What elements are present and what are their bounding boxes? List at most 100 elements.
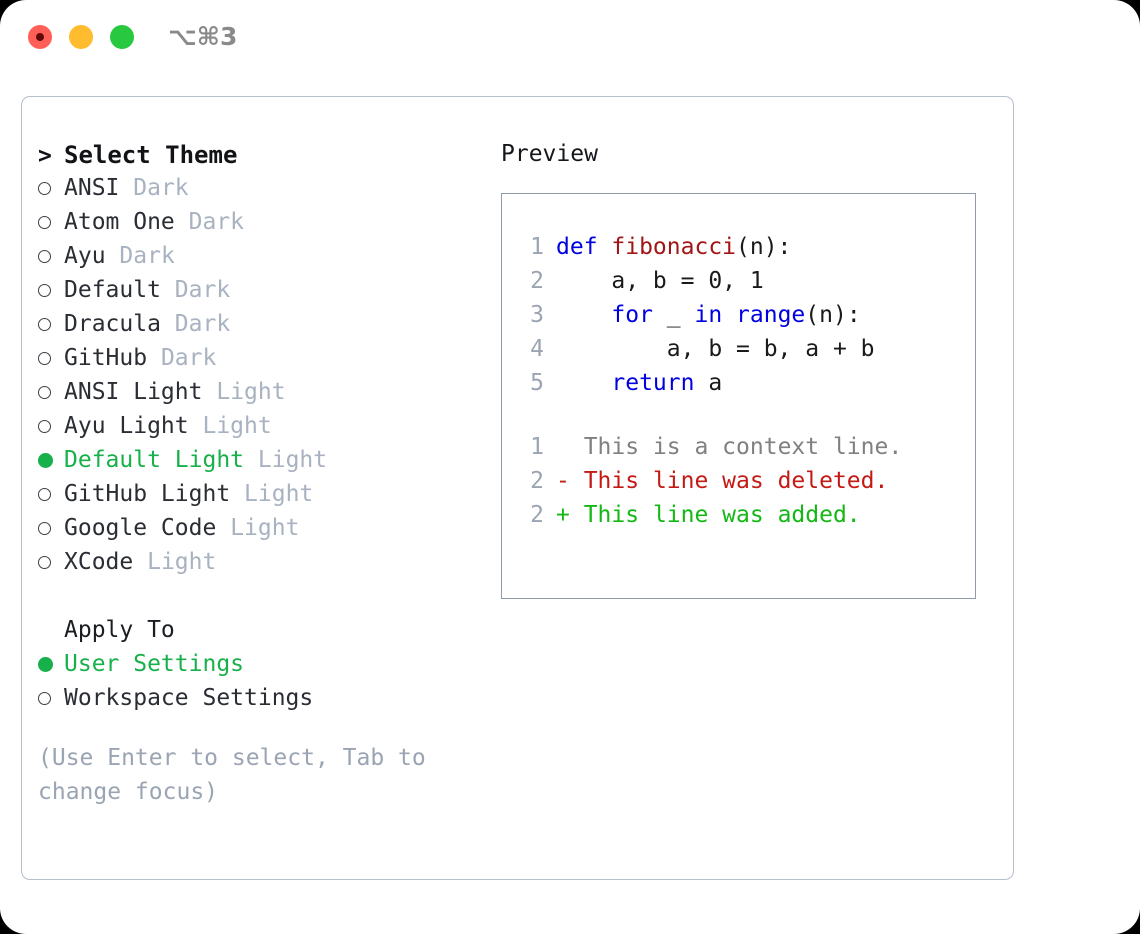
- select-theme-title-row: > Select Theme: [38, 141, 478, 175]
- minimize-button-icon[interactable]: [69, 25, 93, 49]
- apply-to-option[interactable]: Workspace Settings: [38, 685, 478, 719]
- prompt-caret-icon: >: [38, 143, 52, 169]
- theme-variant-tag: Dark: [188, 209, 245, 235]
- diff-marker: +: [556, 502, 584, 528]
- code-line: 4 a, b = b, a + b: [502, 336, 975, 370]
- keyboard-shortcut-label: ⌥⌘3: [168, 22, 238, 51]
- code-token: fibonacci: [611, 234, 737, 260]
- diff-line: 2 + This line was added.: [502, 502, 975, 536]
- code-line-content: for _ in range(n):: [556, 302, 861, 328]
- radio-glyph-icon: [38, 692, 51, 705]
- theme-list-item[interactable]: Default Dark: [38, 277, 478, 311]
- theme-variant-tag: Light: [202, 413, 272, 439]
- code-token: range: [736, 302, 806, 328]
- theme-list-item[interactable]: Dracula Dark: [38, 311, 478, 345]
- theme-name-label: ANSI: [64, 175, 120, 201]
- theme-name-label: GitHub Light: [64, 481, 231, 507]
- code-token: return: [611, 370, 695, 396]
- code-token: (n):: [736, 234, 792, 260]
- list-spacer: [38, 583, 478, 617]
- theme-list-item[interactable]: ANSI Dark: [38, 175, 478, 209]
- theme-list-item[interactable]: GitHub Dark: [38, 345, 478, 379]
- theme-name-label: GitHub: [64, 345, 148, 371]
- code-diff-separator: [502, 404, 975, 434]
- code-token: [722, 302, 736, 328]
- diff-line-number: 2: [530, 468, 544, 494]
- theme-list-item[interactable]: XCode Light: [38, 549, 478, 583]
- preview-title: Preview: [501, 141, 598, 167]
- radio-glyph-icon: [38, 216, 51, 229]
- theme-name-label: Google Code: [64, 515, 217, 541]
- theme-list-item[interactable]: Atom One Dark: [38, 209, 478, 243]
- diff-line-number: 2: [530, 502, 544, 528]
- theme-list-item[interactable]: Ayu Dark: [38, 243, 478, 277]
- theme-list-item[interactable]: GitHub Light Light: [38, 481, 478, 515]
- radio-glyph-icon: [38, 386, 51, 399]
- code-token: a, b = 0, 1: [556, 268, 764, 294]
- code-line-content: def fibonacci(n):: [556, 234, 791, 260]
- traffic-light-group: [28, 25, 134, 49]
- keyboard-hint-text: (Use Enter to select, Tab to change focu…: [38, 745, 426, 805]
- diff-line-text: This line was added.: [583, 502, 861, 528]
- radio-glyph-icon: [38, 657, 53, 672]
- radio-glyph-icon: [38, 352, 51, 365]
- close-active-dot-icon: [36, 33, 44, 41]
- code-line-content: a, b = 0, 1: [556, 268, 764, 294]
- theme-name-label: Default Light: [64, 447, 245, 473]
- code-line-content: return a: [556, 370, 722, 396]
- theme-variant-tag: Dark: [174, 277, 231, 303]
- radio-glyph-icon: [38, 284, 51, 297]
- code-token: for: [611, 302, 653, 328]
- code-token: (n):: [805, 302, 861, 328]
- code-line: 2 a, b = 0, 1: [502, 268, 975, 302]
- code-token: a: [694, 370, 723, 396]
- apply-to-option-label: User Settings: [64, 651, 245, 677]
- theme-variant-tag: Light: [244, 481, 314, 507]
- code-line-number: 3: [530, 302, 544, 328]
- theme-list-item[interactable]: Ayu Light Light: [38, 413, 478, 447]
- radio-glyph-icon: [38, 250, 51, 263]
- radio-glyph-icon: [38, 488, 51, 501]
- close-button-icon[interactable]: [28, 25, 52, 49]
- apply-to-option-label: Workspace Settings: [64, 685, 314, 711]
- code-token: a, b = b, a + b: [556, 336, 875, 362]
- apply-to-option[interactable]: User Settings: [38, 651, 478, 685]
- diff-line-text: This is a context line.: [583, 434, 903, 460]
- radio-glyph-icon: [38, 556, 51, 569]
- theme-name-label: XCode: [64, 549, 134, 575]
- theme-name-label: Ayu Light: [64, 413, 189, 439]
- diff-sample: 1 This is a context line.2- This line wa…: [502, 434, 975, 536]
- theme-variant-tag: Dark: [133, 175, 189, 201]
- radio-glyph-icon: [38, 420, 51, 433]
- diff-line: 2- This line was deleted.: [502, 468, 975, 502]
- theme-name-label: Ayu: [64, 243, 106, 269]
- theme-list-item[interactable]: ANSI Light Light: [38, 379, 478, 413]
- theme-variant-tag: Light: [257, 447, 328, 473]
- page-title: Select Theme: [64, 141, 238, 169]
- theme-variant-tag: Light: [230, 515, 300, 541]
- theme-name-label: Atom One: [64, 209, 175, 235]
- maximize-button-icon[interactable]: [110, 25, 134, 49]
- theme-list-item[interactable]: Default Light Light: [38, 447, 478, 481]
- theme-variant-tag: Light: [147, 549, 217, 575]
- code-token: def: [556, 234, 612, 260]
- diff-line-number: 1: [530, 434, 544, 460]
- code-token: in: [694, 302, 723, 328]
- radio-glyph-icon: [38, 453, 53, 468]
- theme-list-item[interactable]: Google Code Light: [38, 515, 478, 549]
- code-token: _: [652, 302, 695, 328]
- diff-line: 1 This is a context line.: [502, 434, 975, 468]
- code-token: [556, 302, 611, 328]
- code-line-number: 2: [530, 268, 544, 294]
- theme-name-label: ANSI Light: [64, 379, 203, 405]
- title-bar: ⌥⌘3: [0, 0, 1140, 78]
- diff-line-text: This line was deleted.: [583, 468, 889, 494]
- theme-variant-tag: Dark: [160, 345, 217, 371]
